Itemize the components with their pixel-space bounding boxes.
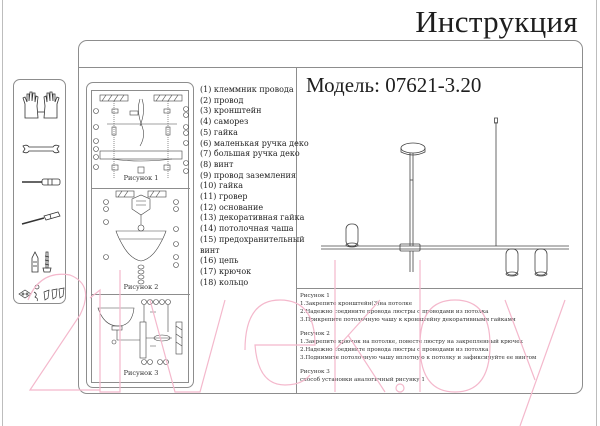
figure-separator — [92, 294, 190, 295]
figure-3-caption: Рисунок 3 — [123, 369, 159, 377]
part-item: (3) кронштейн — [200, 106, 262, 116]
instruction-step: 3.Прикрепите потолочную чашу к кронштейн… — [300, 317, 516, 323]
chandelier-drawing — [321, 117, 569, 277]
figure-2-caption: Рисунок 2 — [123, 283, 159, 291]
figure-3-diagram — [97, 299, 183, 365]
content-frame — [78, 40, 583, 394]
tools-panel — [13, 79, 66, 304]
part-item: (5) гайка — [200, 127, 238, 137]
part-item: (18) кольцо — [200, 277, 249, 287]
figure-2-diagram — [103, 190, 179, 285]
figure-1-diagram — [93, 94, 189, 179]
page-title: Инструкция — [415, 4, 578, 39]
part-item: (16) цепь — [200, 256, 239, 266]
dowel-screw-icon — [14, 250, 67, 274]
part-item: (8) винт — [200, 159, 234, 169]
instruction-heading: Рисунок 1 — [300, 293, 330, 299]
part-item: винт — [200, 245, 220, 255]
frame-column-divider — [296, 67, 297, 394]
instruction-step: 2.Надежно соедините провода люстры с про… — [300, 309, 489, 315]
gloves-icon — [14, 90, 67, 120]
instruction-step: способ установки аналогичный рисунку 1 — [300, 377, 425, 383]
instruction-block-1: Рисунок 1 1.Закрепите кронштейн(3)на пот… — [300, 292, 580, 324]
figures-inner-frame: Рисунок 1 Рисунок 2 — [91, 90, 190, 383]
connectors-icon — [14, 284, 67, 302]
screwdriver-phillips-icon — [14, 210, 67, 226]
wrench-icon — [14, 144, 67, 154]
part-item: (2) провод — [200, 95, 244, 105]
instruction-block-3: Рисунок 3 способ установки аналогичный р… — [300, 368, 580, 384]
part-item: (17) крючок — [200, 266, 252, 276]
part-item: (7) большая ручка деко — [200, 149, 300, 159]
part-item: (15) предохранительный — [200, 234, 305, 244]
page-border-left — [2, 0, 3, 426]
figure-1-caption: Рисунок 1 — [123, 174, 159, 182]
instruction-step: 2.Надежно соедините провода люстры с про… — [300, 347, 489, 353]
instruction-block-2: Рисунок 2 1.Закрепите крючок на потолке,… — [300, 330, 580, 362]
installation-instructions: Рисунок 1 1.Закрепите кронштейн(3)на пот… — [300, 292, 580, 390]
part-item: (14) потолочная чаша — [200, 224, 294, 234]
instruction-step: 1.Закрепите крючок на потолке, повесте л… — [300, 339, 524, 345]
figure-separator — [92, 188, 190, 189]
part-item: (13) декоративная гайка — [200, 213, 305, 223]
parts-list: (1) клеммник провода (2) провод (3) крон… — [200, 85, 309, 288]
instruction-step: 1.Закрепите кронштейн(3)на потолке — [300, 301, 413, 307]
model-heading: Модель: 07621-3.20 — [306, 73, 482, 97]
part-item: (9) провод заземления — [200, 170, 296, 180]
part-item: (6) маленькая ручка деко — [200, 138, 309, 148]
frame-header-divider — [78, 67, 583, 68]
instruction-heading: Рисунок 3 — [300, 369, 330, 375]
screwdriver-flat-icon — [14, 178, 67, 186]
page-border-right — [596, 0, 597, 426]
part-item: (10) гайка — [200, 181, 244, 191]
figures-panel: Рисунок 1 Рисунок 2 — [86, 82, 194, 388]
part-item: (1) клеммник провода — [200, 85, 294, 94]
part-item: (11) гровер — [200, 192, 248, 202]
part-item: (12) основание — [200, 202, 264, 212]
part-item: (4) саморез — [200, 117, 249, 127]
instruction-heading: Рисунок 2 — [300, 331, 330, 337]
instruction-step: 3.Поднимите потолочную чашу вплотную к п… — [300, 355, 537, 361]
